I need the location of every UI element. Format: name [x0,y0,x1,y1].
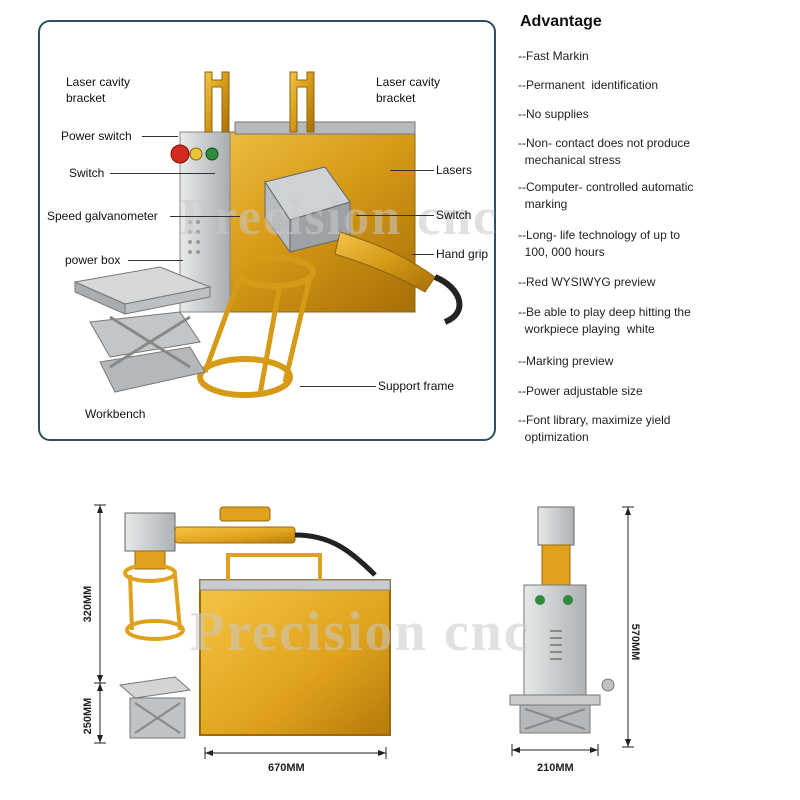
label-workbench: Workbench [85,407,146,421]
advantage-item: --Font library, maximize yield optimizat… [518,413,671,444]
label-switch-left: Switch [69,166,105,180]
advantage-item: --Be able to play deep hitting the workp… [518,305,691,336]
leader-switch-right [356,215,434,216]
label-switch-right: Switch [436,208,472,222]
label-laser-cavity-bracket-left: Laser cavity bracket [66,75,131,105]
watermark-top: Precision cnc [180,189,499,246]
dimension-width-side: 210MM [537,762,574,774]
dimension-height-lower: 250MM [82,697,94,735]
label-support-frame: Support frame [378,379,455,393]
label-power-switch: Power switch [61,129,132,143]
support-frame [197,356,293,398]
leader-lasers [390,170,434,171]
dimension-drawings [94,504,634,759]
laser-cavity-bracket-right [289,71,315,133]
advantage-item: --Non- contact does not produce mechanic… [518,136,691,167]
power-box-panel [179,131,231,313]
laser-machine-illustration [73,71,463,398]
fiber-cable [433,274,463,325]
front-view-box [199,579,391,736]
label-power-box: power box [65,253,121,267]
advantage-item: --Computer- controlled automatic marking [518,180,694,211]
laser-cavity-bracket-left [204,71,230,133]
label-hand-grip: Hand grip [436,247,489,261]
leader-switch-left [110,173,215,174]
leader-support-frame [300,386,376,387]
advantage-item: --No supplies [518,107,589,121]
advantage-item: --Red WYSIWYG preview [518,275,656,289]
advantage-item: --Power adjustable size [518,384,643,398]
leader-speed-galvanometer [170,216,240,217]
advantage-item: --Marking preview [518,354,614,368]
advantage-item: --Long- life technology of up to 100, 00… [518,228,681,259]
label-lasers: Lasers [436,163,473,177]
leader-power-switch [142,136,178,137]
hand-grip [334,231,436,293]
product-annotated-panel [38,20,496,441]
leader-power-box [128,260,183,261]
dimension-height-side: 570MM [629,623,641,661]
label-speed-galvanometer: Speed galvanometer [47,209,158,223]
advantage-item: --Fast Markin [518,49,589,63]
dimension-width-front: 670MM [268,762,305,774]
watermark-bottom: Precision cnc [190,601,531,663]
dimension-height-upper: 320MM [82,585,94,623]
front-view-galvo-head [124,512,176,552]
advantage-title: Advantage [520,13,602,30]
leader-hand-grip [412,254,434,255]
label-laser-cavity-bracket-right: Laser cavity bracket [376,75,441,105]
side-view-body [523,584,587,696]
advantage-item: --Permanent identification [518,78,659,92]
side-view-galvo-head [537,506,575,546]
power-switch-icon [170,144,190,164]
switch-icon [205,147,219,161]
